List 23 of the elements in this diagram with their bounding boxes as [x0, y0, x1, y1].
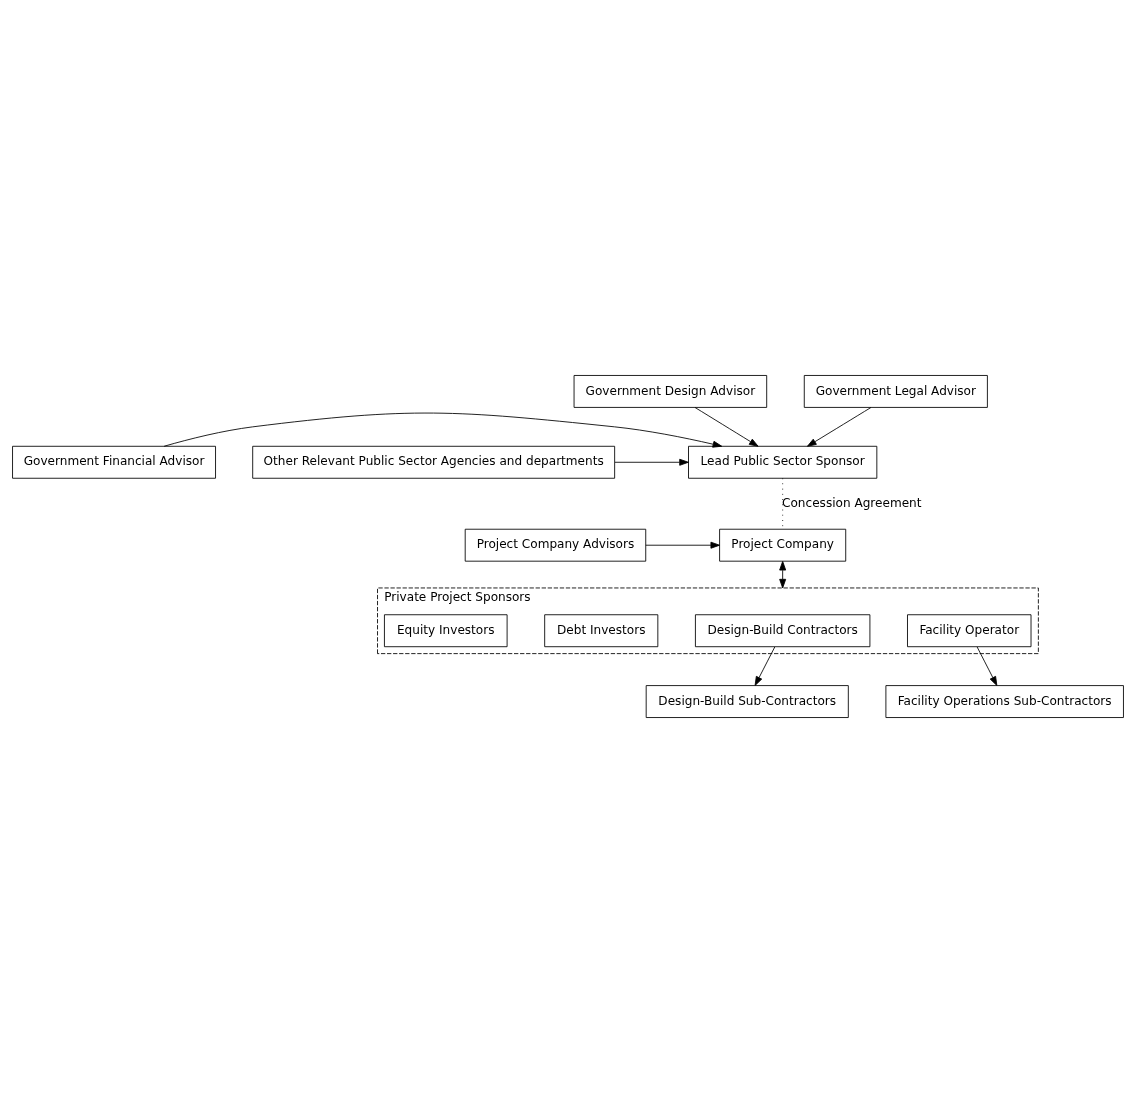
arrow	[779, 561, 787, 589]
node-box: Facility Operations Sub-Contractors	[885, 685, 1124, 718]
node-box: Design-Build Sub-Contractors	[645, 685, 849, 718]
edge-label: Concession Agreement	[782, 495, 922, 510]
node-box: Design-Build Contractors	[695, 614, 871, 648]
node-box: Equity Investors	[384, 614, 508, 648]
node-box: Project Company	[719, 528, 847, 562]
arrow	[754, 646, 776, 686]
node-box: Facility Operator	[907, 614, 1032, 648]
arrow	[645, 541, 720, 549]
node-box: Government Legal Advisor	[803, 375, 988, 408]
node-box: Lead Public Sector Sponsor	[688, 445, 878, 479]
arrow	[694, 407, 759, 447]
arrow	[807, 407, 872, 447]
node-box: Debt Investors	[544, 614, 659, 648]
arrow	[614, 458, 689, 466]
node-box: Government Design Advisor	[573, 375, 768, 408]
arrow	[976, 646, 998, 686]
connector	[782, 478, 784, 530]
arrow	[163, 412, 723, 448]
node-box: Project Company Advisors	[464, 528, 647, 562]
node-box: Other Relevant Public Sector Agencies and departments	[252, 445, 616, 479]
node-box: Government Financial Advisor	[12, 445, 216, 479]
